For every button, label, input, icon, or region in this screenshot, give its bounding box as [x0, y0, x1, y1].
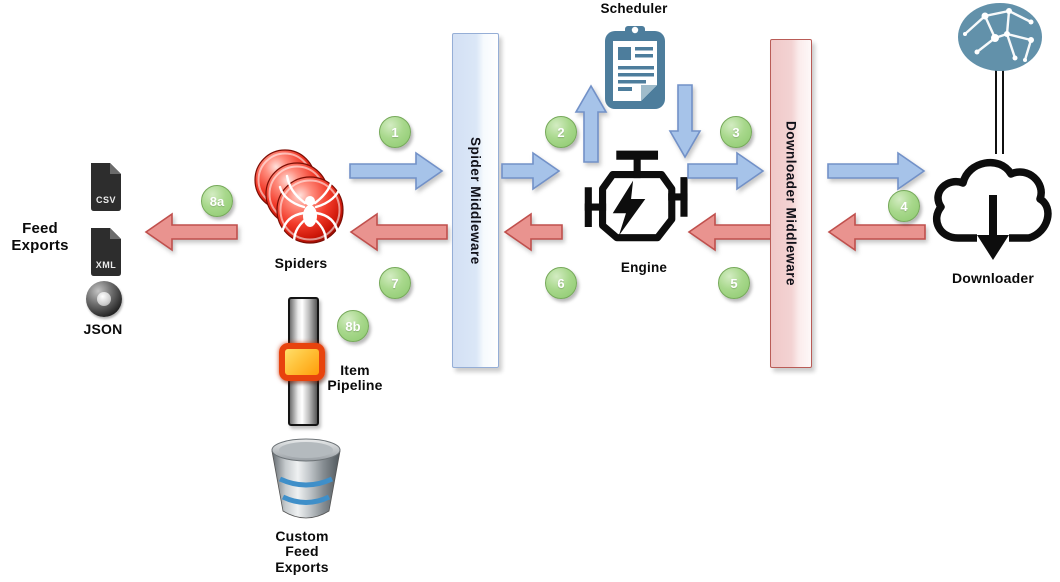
step-badge-7: 7: [379, 267, 411, 299]
json-label: JSON: [83, 321, 123, 337]
arrow-spider-middleware-to-spiders: [349, 212, 448, 252]
step-badge-3: 3: [720, 116, 752, 148]
downloader-middleware-bar: Downloader Middleware: [770, 39, 812, 368]
arrow-scheduler-to-engine: [668, 84, 702, 159]
scheduler-icon: [602, 23, 668, 118]
xml-file-icon: XML: [87, 227, 125, 277]
arrow-downloader-middleware-to-downloader: [827, 151, 926, 191]
item-pipeline-label: Item Pipeline: [327, 362, 383, 394]
step-badge-8b: 8b: [337, 310, 369, 342]
spiders-icon: [251, 144, 349, 265]
downloader-icon: [926, 140, 1060, 277]
arrow-downloader-middleware-to-engine: [687, 212, 781, 252]
csv-file-icon: CSV: [87, 162, 125, 212]
engine-icon: [558, 144, 698, 263]
downloader-label: Downloader: [951, 270, 1035, 286]
step-badge-5: 5: [718, 267, 750, 299]
arrow-spiders-to-feed-exports: [144, 212, 238, 252]
spider-middleware-bar: Spider Middleware: [452, 33, 499, 368]
step-badge-4: 4: [888, 190, 920, 222]
feed-exports-label: Feed Exports: [11, 220, 69, 254]
custom-feed-exports-icon: [268, 437, 344, 530]
engine-label: Engine: [620, 260, 668, 275]
arrow-spiders-to-spider-middleware: [349, 151, 444, 191]
step-badge-8a: 8a: [201, 185, 233, 217]
arrow-engine-to-scheduler: [574, 84, 608, 163]
step-badge-2: 2: [545, 116, 577, 148]
custom-feed-exports-label: Custom Feed Exports: [275, 528, 329, 575]
scheduler-label: Scheduler: [600, 1, 668, 16]
arrow-downloader-to-downloader-middleware: [827, 212, 926, 252]
internet-connection-line: [995, 68, 1004, 154]
spiders-label: Spiders: [274, 255, 328, 271]
csv-file-label: CSV: [95, 195, 116, 205]
arrow-engine-to-spider-middleware: [503, 212, 563, 252]
spider-middleware-label: Spider Middleware: [468, 136, 483, 265]
arrow-spider-middleware-to-engine: [501, 151, 561, 191]
internet-globe-icon: [957, 2, 1043, 77]
json-icon: [86, 281, 122, 317]
step-badge-1: 1: [379, 116, 411, 148]
item-pipeline-clamp-icon: [279, 343, 325, 381]
step-badge-6: 6: [545, 267, 577, 299]
spider-glyph: [278, 174, 342, 245]
arrow-engine-to-downloader-middleware: [687, 151, 765, 191]
xml-file-label: XML: [95, 260, 117, 270]
downloader-middleware-label: Downloader Middleware: [783, 120, 799, 287]
